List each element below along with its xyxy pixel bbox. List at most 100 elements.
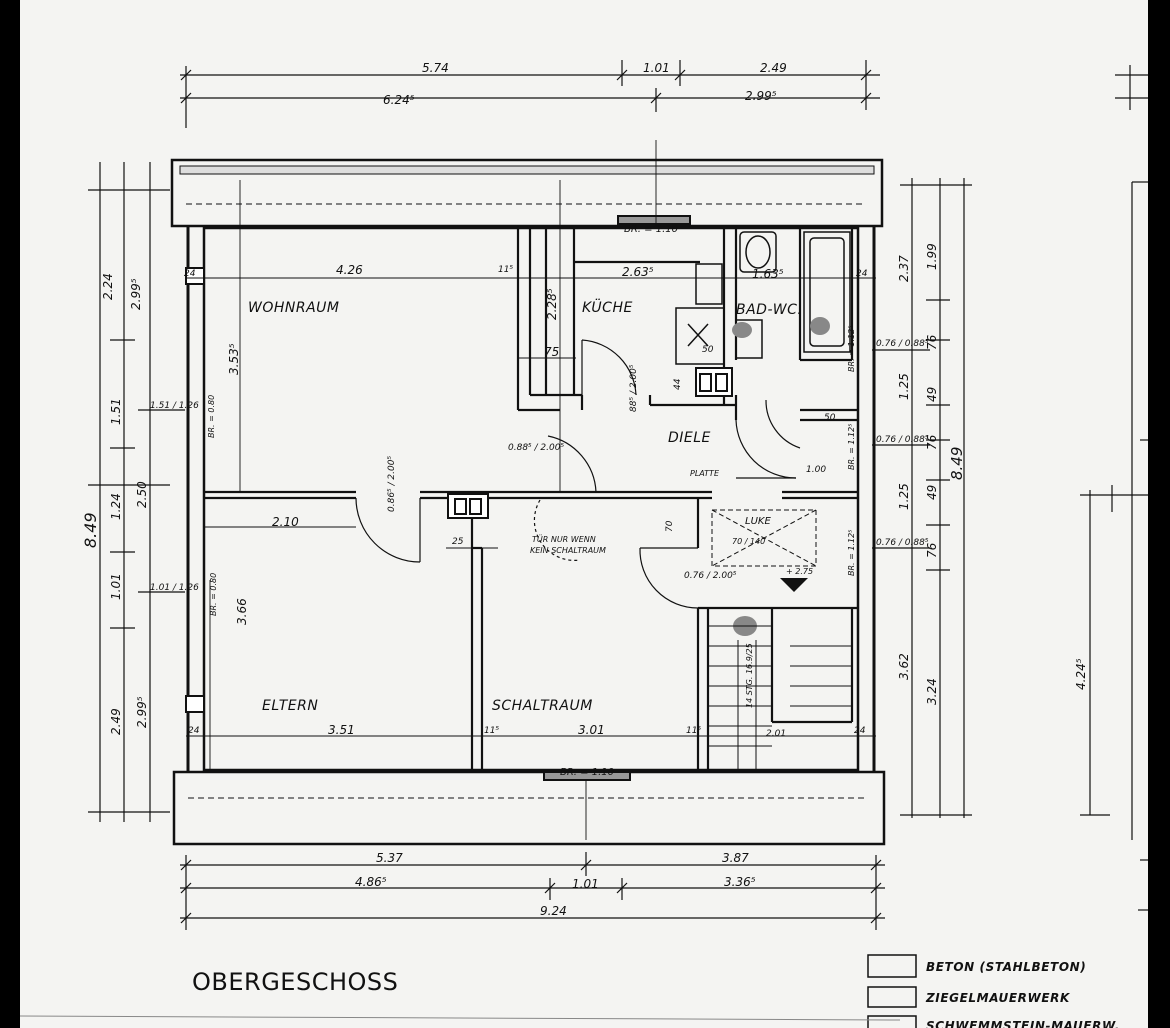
note-stair: 14 STG. 16.9/25 — [745, 643, 754, 708]
dim-right-76a: 76 — [925, 334, 939, 350]
dim-right-49b: 49 — [925, 485, 939, 500]
dim-left-2-24: 2.24 — [101, 273, 115, 300]
dim-left-window-2: 1.01 / 1.26 — [150, 583, 199, 593]
door-swings — [355, 339, 801, 609]
dim-top-5-74: 5.74 — [422, 61, 449, 75]
dim-wall-24a: 24 — [184, 269, 196, 279]
dim-bottom-3-36: 3.36⁵ — [724, 875, 756, 889]
dim-bottom-4-86: 4.86⁵ — [355, 875, 387, 889]
dim-far-right: 4.24⁵ — [1074, 658, 1088, 690]
legend-item-schwemmstein: SCHWEMMSTEIN-MAUERW. — [926, 1019, 1120, 1028]
floor-plan-drawing: 5.74 1.01 2.49 6.24⁵ 2.99⁵ 5.37 3.87 4.8… — [20, 60, 1148, 1028]
dim-right-window-2: 0.76 / 0.88⁵ — [876, 435, 929, 445]
level-marker-icon — [780, 578, 808, 592]
plan-sheet: 5.74 1.01 2.49 6.24⁵ 2.99⁵ 5.37 3.87 4.8… — [20, 0, 1148, 1028]
sheet-edge-line — [20, 1015, 901, 1021]
dim-eltern-width-2: 3.51 — [328, 723, 355, 737]
right-dimension-lines — [872, 178, 972, 818]
far-right-partial-drawing — [1080, 65, 1148, 911]
left-dimension-lines — [88, 162, 185, 822]
interior-dimension-lines — [186, 140, 876, 840]
dim-door-1: 0.88⁵ / 2.00⁵ — [508, 443, 564, 453]
dim-50a: 50 — [702, 345, 714, 355]
dim-70: 70 — [665, 520, 675, 532]
dim-right-49a: 49 — [925, 387, 939, 402]
dim-door-4: 88⁵ / 2.00⁵ — [629, 364, 639, 412]
dim-stair-width: 2.01 — [766, 729, 786, 739]
dim-wall-24c: 24 — [188, 726, 200, 736]
plan-title: OBERGESCHOSS — [192, 968, 398, 996]
dim-top-6-24: 6.24⁵ — [383, 93, 415, 107]
dim-wohnraum-height: 3.53⁵ — [227, 343, 241, 375]
dim-bottom-3-87: 3.87 — [722, 851, 749, 865]
roof-hatch — [711, 509, 817, 567]
dim-bottom-9-24: 9.24 — [540, 904, 567, 918]
dim-left-2-99b: 2.99⁵ — [135, 696, 149, 728]
chimney-blocks — [447, 367, 733, 519]
window-label-left-lower: BR. = 0.80 — [209, 573, 218, 616]
dim-right-1-99: 1.99 — [925, 243, 939, 270]
dim-bottom-5-37: 5.37 — [376, 851, 403, 865]
dim-wall-24b: 24 — [856, 269, 868, 279]
legend-swatches — [867, 954, 917, 1028]
windows — [185, 215, 691, 781]
room-label-bad: BAD-WC. — [736, 302, 802, 318]
dim-left-2-99: 2.99⁵ — [129, 278, 143, 310]
bottom-dimension-lines — [180, 852, 885, 930]
room-label-wohnraum: WOHNRAUM — [248, 300, 340, 316]
note-platte: PLATTE — [690, 469, 720, 478]
staircase — [708, 625, 852, 770]
dim-left-total: 8.49 — [81, 512, 100, 548]
bathroom-fixtures — [675, 231, 851, 365]
note-height: + 2.75 — [786, 567, 813, 576]
note-door-line-1: TÜR NUR WENN — [532, 534, 596, 544]
dim-left-2-50: 2.50 — [135, 481, 149, 508]
dim-right-total: 8.49 — [948, 447, 966, 480]
outer-walls — [170, 158, 886, 846]
dim-25: 25 — [452, 537, 464, 547]
dim-top-1-01: 1.01 — [643, 61, 670, 75]
dim-door-2: 0.86⁵ / 2.00⁵ — [387, 456, 397, 512]
dim-right-1-25a: 1.25 — [897, 373, 911, 400]
room-label-kueche: KÜCHE — [582, 298, 633, 316]
dim-left-1-01: 1.01 — [109, 573, 123, 600]
dim-kueche-height: 2.28⁵ — [545, 288, 559, 320]
legend-item-ziegel: ZIEGELMAUERWERK — [925, 991, 1071, 1005]
dim-wall-115a: 11⁵ — [498, 265, 513, 275]
note-door-line-2: KEIN SCHALTRAUM — [530, 546, 606, 555]
note-hatch-size: 70 / 140 — [732, 537, 765, 546]
dim-left-2-49: 2.49 — [109, 708, 123, 735]
dim-top-2-99: 2.99⁵ — [745, 89, 777, 103]
dim-kueche-width: 2.63⁵ — [622, 265, 654, 279]
dim-right-3-24: 3.24 — [925, 678, 939, 705]
dim-75: 75 — [544, 345, 559, 359]
hatch-label: LUKE — [745, 516, 771, 527]
dim-bad-width: 1.63⁵ — [752, 267, 784, 281]
dim-50b: 50 — [824, 413, 836, 423]
dim-schaltraum-width: 3.01 — [578, 723, 605, 737]
window-label-right-diele: BR. = 1.12⁵ — [847, 424, 856, 470]
window-label-right-luke: BR. = 1.12⁵ — [847, 530, 856, 576]
top-dimension-lines — [180, 60, 880, 128]
dim-right-2-37: 2.37 — [897, 255, 911, 282]
room-label-eltern: ELTERN — [262, 698, 318, 714]
window-label-left-upper: BR. = 0.80 — [207, 395, 216, 438]
dim-door-3: 0.76 / 2.00⁵ — [684, 571, 737, 581]
dim-right-1-25b: 1.25 — [897, 483, 911, 510]
dim-1-00: 1.00 — [806, 465, 826, 475]
dim-eltern-width: 2.10 — [272, 515, 299, 529]
dim-wall-115c: 11⁵ — [686, 726, 701, 736]
screen-border — [1148, 0, 1170, 1028]
dim-left-1-24: 1.24 — [109, 493, 123, 520]
dim-right-76b: 76 — [925, 434, 939, 450]
room-label-schaltraum: SCHALTRAUM — [492, 698, 593, 714]
dim-wall-115b: 11⁵ — [484, 726, 499, 736]
window-label-bottom: BR. = 1.10 — [560, 767, 614, 778]
window-label-right-bad: BR. = 1.12⁵ — [847, 326, 856, 372]
window-label-top: BR. = 1.10 — [624, 224, 678, 235]
legend-item-beton: BETON (STAHLBETON) — [926, 960, 1086, 974]
dim-wall-24d: 24 — [854, 726, 866, 736]
dim-right-window-1: 0.76 / 0.88⁵ — [876, 339, 929, 349]
room-label-diele: DIELE — [668, 430, 711, 446]
dim-44: 44 — [673, 378, 683, 390]
